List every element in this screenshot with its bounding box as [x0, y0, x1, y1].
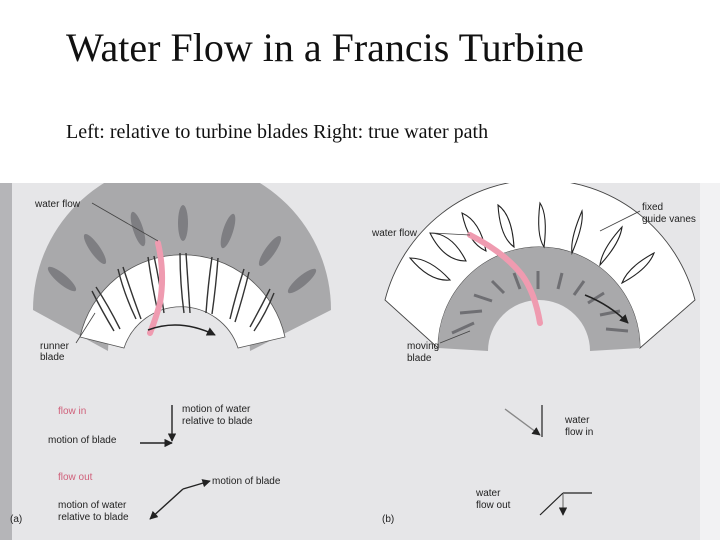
page-edge	[700, 183, 720, 540]
label-flow-out: flow out	[58, 472, 93, 483]
moving-blade-streaks	[451, 271, 629, 335]
turbine-figure: water flow runner blade flow in motion o…	[0, 183, 720, 540]
rotation-arrow-a	[147, 324, 216, 336]
label-water-flow-a: water flow	[34, 199, 81, 210]
guide-vane-streaks	[47, 205, 317, 294]
label-guide-vanes: guide vanes	[642, 214, 696, 225]
fixed-guide-vanes	[408, 201, 656, 285]
leader-runner-blade	[75, 312, 96, 344]
leader-moving-blade	[439, 330, 471, 344]
label-moving: moving	[407, 341, 439, 352]
page-shadow	[0, 183, 12, 540]
label-motion-of-blade-in: motion of blade	[48, 435, 117, 446]
label-water-out: water	[475, 488, 501, 499]
runner-blades	[91, 252, 275, 332]
label-flow-in: flow in	[58, 406, 86, 417]
label-flow-out-b: flow out	[476, 500, 511, 511]
arrow-blade-out	[182, 479, 211, 490]
panel-a-tag: (a)	[10, 514, 22, 525]
panel-b: water flow fixed guide vanes moving blad…	[371, 183, 696, 525]
label-motion-water-out-2: relative to blade	[58, 512, 129, 523]
slide-subtitle: Left: relative to turbine blades Right: …	[66, 121, 489, 143]
arrow-true-flow-in	[504, 408, 541, 436]
line-flow-out-diag	[539, 492, 564, 516]
water-flow-path-a	[147, 240, 166, 336]
arrow-water-out	[149, 488, 184, 520]
leader-water-flow-a	[91, 202, 159, 242]
label-moving-blade: blade	[407, 353, 432, 364]
label-motion-water-rel-1: motion of water	[182, 404, 251, 415]
leader-fixed-vanes	[599, 210, 641, 232]
water-flow-path-b	[467, 232, 543, 326]
slide-title: Water Flow in a Francis Turbine	[66, 25, 584, 70]
label-water-flow-b: water flow	[371, 228, 418, 239]
label-flow-in-b: flow in	[565, 427, 593, 438]
label-water-in: water	[564, 415, 590, 426]
label-motion-water-rel-2: relative to blade	[182, 416, 253, 427]
moving-blade-ring	[438, 247, 640, 351]
label-motion-water-out-1: motion of water	[58, 500, 127, 511]
panel-a: water flow runner blade flow in motion o…	[10, 183, 331, 525]
label-runner: runner	[40, 341, 70, 352]
label-fixed: fixed	[642, 202, 663, 213]
leader-water-flow-b	[431, 232, 471, 236]
rotation-arrow-b	[584, 294, 629, 324]
panel-b-tag: (b)	[382, 514, 394, 525]
label-motion-of-blade-out: motion of blade	[212, 476, 281, 487]
label-blade: blade	[40, 352, 65, 363]
